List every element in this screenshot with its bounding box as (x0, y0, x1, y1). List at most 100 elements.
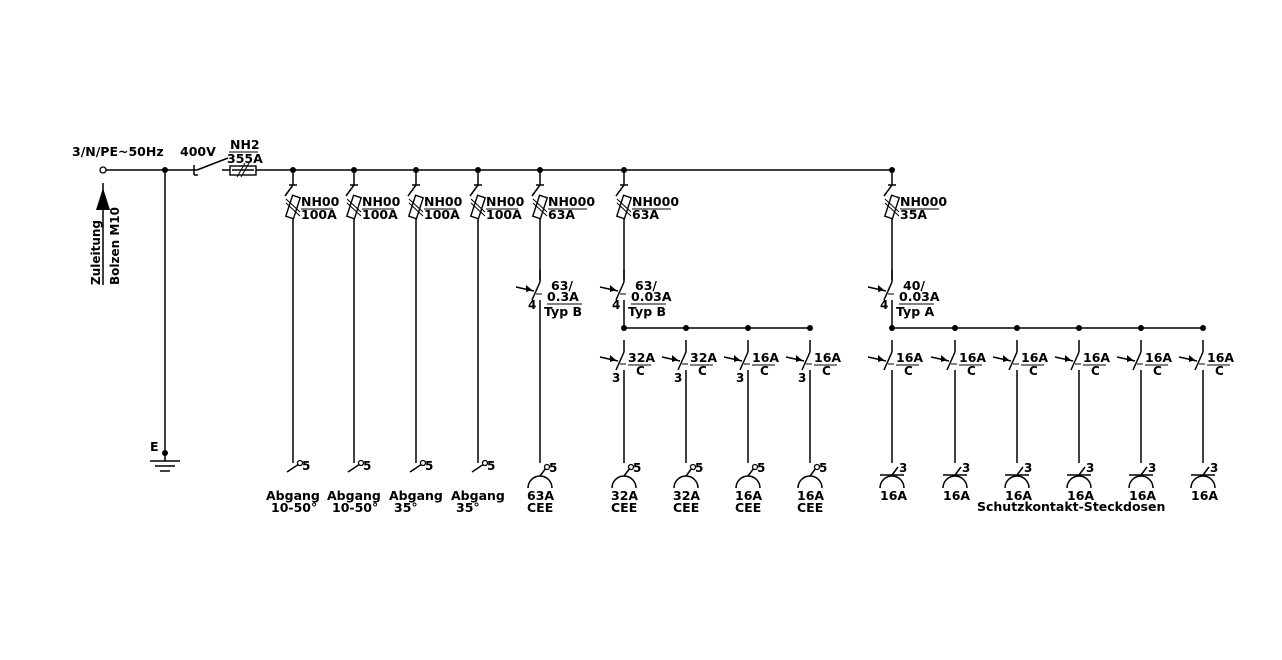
feeder-sublabel: 10-50° (271, 500, 317, 515)
schuko-caption: Schutzkontakt-Steckdosen (977, 499, 1165, 514)
outlet-label: 16A (735, 488, 762, 503)
terminal-count: 5 (695, 461, 703, 475)
terminal-count: 5 (363, 459, 371, 473)
supply-terminal (99, 166, 107, 174)
breaker-symbol (661, 340, 688, 376)
outlet-label: 63A (527, 488, 554, 503)
feeder-terminal-icon (409, 459, 427, 473)
outlet-sublabel: CEE (797, 500, 823, 515)
outlet-sublabel: CEE (735, 500, 761, 515)
feeder-label: Abgang (451, 488, 505, 503)
schuko-outlet-icon: 3 (1190, 461, 1218, 489)
fuse-rating-label: 63A (632, 207, 659, 222)
cee-outlet-icon: 5 (527, 461, 557, 489)
mcb-rating-label: 32A (628, 350, 655, 365)
mcb-rating-label: 16A (752, 350, 779, 365)
fuse-switch-symbol (615, 170, 633, 220)
cee-outlet-icon: 5 (673, 461, 703, 489)
schuko-outlet-icon: 3 (1066, 461, 1094, 489)
mcb-rating-label: 16A (1083, 350, 1110, 365)
supply-system-label: 3/N/PE~50Hz (72, 144, 164, 159)
outlet-label: 16A (1067, 488, 1094, 503)
pole-count: 3 (612, 371, 620, 385)
mcb-characteristic: C (698, 364, 707, 378)
pole-count: 3 (736, 371, 744, 385)
fuse-type-label: NH00 (424, 194, 463, 209)
outlet-label: 16A (1191, 488, 1218, 503)
breaker-symbol (723, 340, 750, 376)
rcd-sensitivity-label: 0.3A (547, 289, 579, 304)
terminal-count: 5 (302, 459, 310, 473)
feed-arrow (96, 183, 110, 285)
schuko-outlet-icon: 3 (879, 461, 907, 489)
terminal-count: 3 (1148, 461, 1156, 475)
outlet-sublabel: CEE (673, 500, 699, 515)
main-fuse-type: NH2 (230, 137, 260, 152)
fuse-type-label: NH000 (548, 194, 595, 209)
mcb-characteristic: C (967, 364, 976, 378)
fuse-type-label: NH00 (301, 194, 340, 209)
fuse-rating-label: 100A (362, 207, 398, 222)
mcb-rating-label: 16A (959, 350, 986, 365)
mcb-characteristic: C (1215, 364, 1224, 378)
mcb-rating-label: 16A (1021, 350, 1048, 365)
mcb-characteristic: C (1153, 364, 1162, 378)
mcb-characteristic: C (760, 364, 769, 378)
terminal-count: 5 (819, 461, 827, 475)
terminal-count: 5 (425, 459, 433, 473)
outlet-label: 16A (1129, 488, 1156, 503)
cee-outlet-icon: 5 (735, 461, 765, 489)
rcd-type-label: Typ B (544, 304, 582, 319)
earth-ground-icon (150, 453, 180, 472)
fuse-switch-symbol (531, 170, 549, 220)
mcb-rating-label: 16A (1207, 350, 1234, 365)
breaker-symbol (599, 340, 626, 376)
mcb-characteristic: C (636, 364, 645, 378)
terminal-count: 5 (757, 461, 765, 475)
outlet-sublabel: CEE (611, 500, 637, 515)
fuse-rating-label: 100A (486, 207, 522, 222)
rcd-rating-label: 63/ (551, 278, 573, 293)
supply-voltage-label: 400V (180, 144, 216, 159)
breaker-symbol (599, 270, 626, 306)
outlet-label: 16A (880, 488, 907, 503)
fuse-switch-symbol (345, 170, 363, 220)
mcb-characteristic: C (1029, 364, 1038, 378)
outlet-label: 16A (797, 488, 824, 503)
outlet-label: 32A (611, 488, 638, 503)
fuse-rating-label: 100A (301, 207, 337, 222)
breaker-symbol (785, 340, 812, 376)
feeder-label: Abgang (327, 488, 381, 503)
feeder-label: Abgang (266, 488, 320, 503)
feeder-terminal-icon (347, 459, 365, 473)
mcb-rating-label: 16A (1145, 350, 1172, 365)
cee-outlet-icon: 5 (611, 461, 641, 489)
rcd-pole-count: 4 (528, 298, 536, 312)
breaker-symbol (867, 270, 894, 306)
feed-label-1: Zuleitung (89, 220, 103, 285)
breaker-symbol (515, 270, 542, 306)
fuse-type-label: NH00 (362, 194, 401, 209)
mcb-characteristic: C (904, 364, 913, 378)
fuse-type-label: NH000 (900, 194, 947, 209)
main-switch (193, 157, 229, 176)
rcd-sensitivity-label: 0.03A (899, 289, 940, 304)
feeder-terminal-icon (471, 459, 489, 473)
schuko-outlet-icon: 3 (1004, 461, 1032, 489)
fuse-rating-label: 100A (424, 207, 460, 222)
fuse-rating-label: 63A (548, 207, 575, 222)
pole-count: 3 (674, 371, 682, 385)
fuse-switch-symbol (284, 170, 302, 220)
